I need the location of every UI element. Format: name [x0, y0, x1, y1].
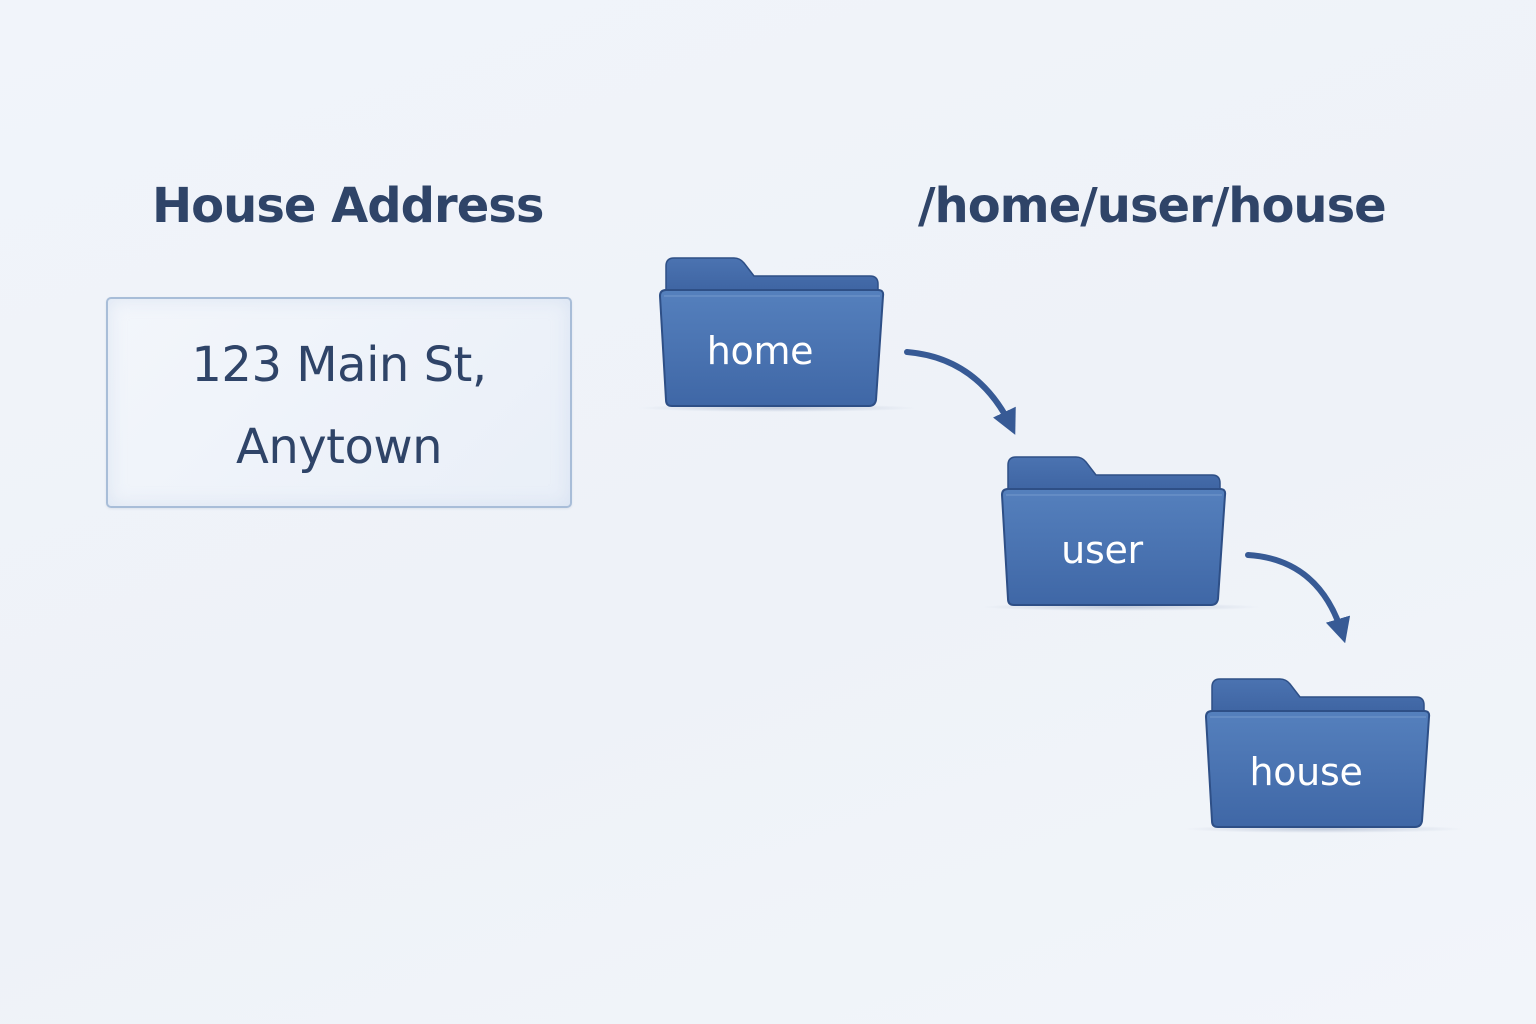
address-line-street: 123 Main St, [191, 337, 487, 393]
address-box: 123 Main St, Anytown [106, 297, 572, 508]
folder-icon [980, 456, 1260, 611]
folder-icon [1184, 678, 1464, 833]
folder-home: home [638, 256, 918, 426]
house-address-title: House Address [152, 178, 544, 234]
address-line-town: Anytown [235, 419, 443, 475]
folder-label-user: user [1061, 528, 1143, 572]
arrow-user-to-house [1245, 552, 1351, 644]
folder-label-home: home [706, 329, 814, 373]
folder-label-house: house [1249, 750, 1363, 794]
arrow-home-to-user [904, 349, 1016, 435]
folder-user: user [980, 455, 1260, 625]
folder-icon [638, 257, 918, 412]
folder-house: house [1184, 677, 1464, 847]
file-path-title: /home/user/house [918, 178, 1387, 234]
